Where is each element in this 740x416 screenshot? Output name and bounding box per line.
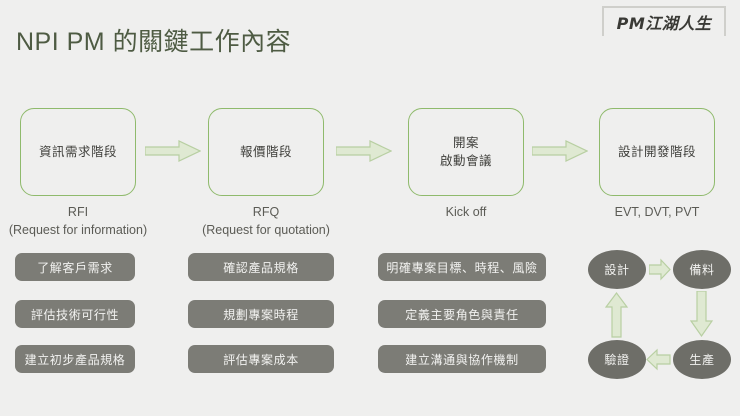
task-pill[interactable]: 確認產品規格: [188, 253, 334, 281]
arrow-right-icon: [648, 258, 671, 281]
logo-bracket-decoration: [602, 6, 726, 36]
arrow-left-icon: [646, 348, 671, 371]
stage-label-kickoff-line1: 開案: [452, 135, 479, 150]
cycle-node-prep[interactable]: 備料: [673, 250, 731, 289]
task-pill[interactable]: 定義主要角色與責任: [378, 300, 546, 328]
task-pill[interactable]: 了解客戶需求: [15, 253, 135, 281]
stage-box-rfq[interactable]: 報價階段: [208, 108, 324, 196]
task-pill-label: 確認產品規格: [223, 260, 299, 275]
task-pill[interactable]: 規劃專案時程: [188, 300, 334, 328]
arrow-down-icon: [689, 290, 714, 338]
stage-label-kickoff: 開案 啟動會議: [440, 134, 492, 170]
stage-caption-design-line1: EVT, DVT, PVT: [614, 205, 700, 219]
stage-label-kickoff-line2: 啟動會議: [439, 154, 492, 168]
stage-caption-kickoff-line1: Kick off: [445, 205, 487, 219]
task-pill-label: 規劃專案時程: [223, 307, 299, 322]
stage-box-design[interactable]: 設計開發階段: [599, 108, 715, 196]
stage-caption-rfi: RFI (Request for information): [0, 204, 156, 239]
task-pill-label: 建立溝通與協作機制: [405, 352, 519, 367]
brand-logo: PM江湖人生: [602, 6, 726, 36]
task-pill[interactable]: 評估專案成本: [188, 345, 334, 373]
brand-logo-text: PM江湖人生: [616, 14, 712, 33]
cycle-node-label: 驗證: [604, 353, 630, 367]
stage-label-rfi: 資訊需求階段: [38, 144, 117, 159]
arrow-right-icon: [144, 139, 202, 163]
cycle-node-label: 生產: [689, 353, 715, 367]
task-pill[interactable]: 明確專案目標、時程、風險: [378, 253, 546, 281]
arrow-right-icon: [531, 139, 589, 163]
task-pill-label: 定義主要角色與責任: [405, 307, 519, 322]
arrow-right-icon: [335, 139, 393, 163]
stage-label-rfq: 報價階段: [239, 144, 292, 159]
task-pill-label: 評估技術可行性: [30, 307, 120, 322]
cycle-node-label: 備料: [689, 263, 715, 277]
task-pill-label: 明確專案目標、時程、風險: [386, 260, 538, 275]
stage-caption-kickoff: Kick off: [408, 204, 524, 222]
task-pill[interactable]: 評估技術可行性: [15, 300, 135, 328]
stage-caption-rfq-line1: RFQ: [252, 205, 280, 219]
arrow-up-icon: [604, 292, 629, 338]
page-title: NPI PM 的關鍵工作內容: [16, 28, 292, 56]
cycle-node-produce[interactable]: 生產: [673, 340, 731, 379]
stage-caption-rfi-line1: RFI: [67, 205, 89, 219]
stage-caption-rfq: RFQ (Request for quotation): [183, 204, 349, 239]
stage-label-design: 設計開發階段: [617, 144, 696, 159]
stage-caption-rfi-line2: (Request for information): [8, 222, 148, 237]
cycle-node-label: 設計: [604, 263, 630, 277]
cycle-node-design[interactable]: 設計: [588, 250, 646, 289]
stage-box-rfi[interactable]: 資訊需求階段: [20, 108, 136, 196]
task-pill-label: 評估專案成本: [223, 352, 299, 367]
cycle-node-verify[interactable]: 驗證: [588, 340, 646, 379]
stage-caption-design: EVT, DVT, PVT: [592, 204, 722, 222]
task-pill[interactable]: 建立溝通與協作機制: [378, 345, 546, 373]
task-pill-label: 建立初步產品規格: [24, 352, 126, 367]
stage-box-kickoff[interactable]: 開案 啟動會議: [408, 108, 524, 196]
task-pill-label: 了解客戶需求: [37, 260, 113, 275]
task-pill[interactable]: 建立初步產品規格: [15, 345, 135, 373]
stage-caption-rfq-line2: (Request for quotation): [202, 222, 330, 237]
